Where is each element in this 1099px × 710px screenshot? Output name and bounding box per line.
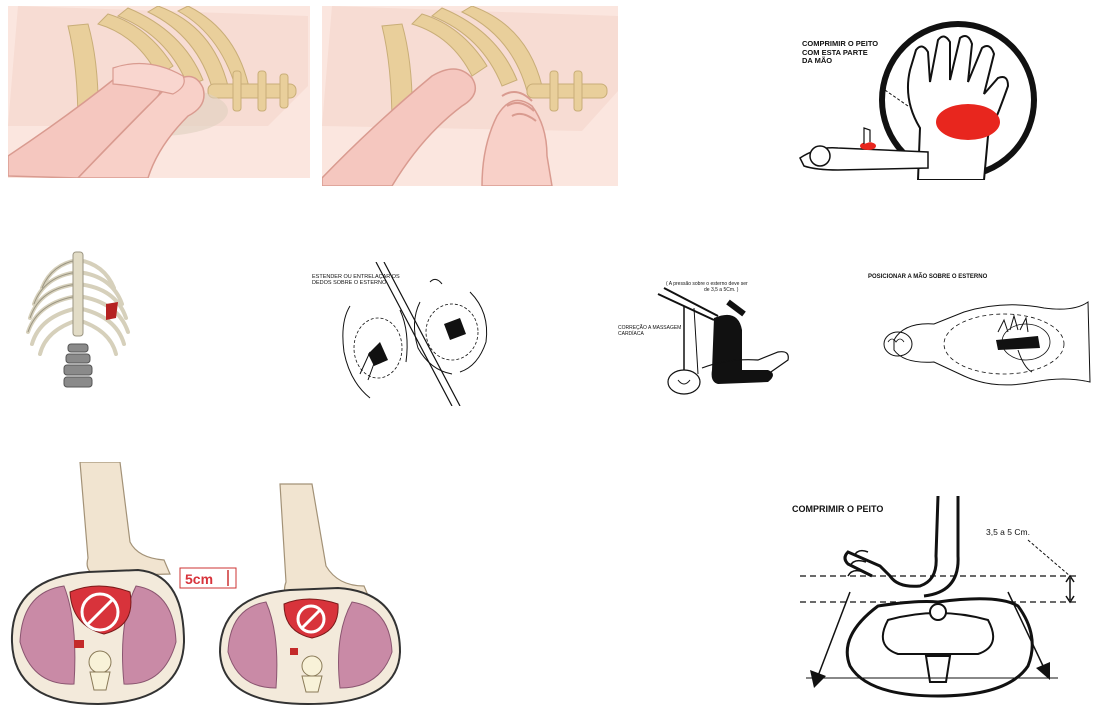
palm-compression-zone-diagram: COMPRIMIR O PEITO COM ESTA PARTE DA MÃO [798,20,1092,180]
palm-zone-label-line-3: DA MÃO [802,57,878,66]
hand-position-sternum-diagram: POSICIONAR A MÃO SOBRE O ESTERNO [864,272,1096,406]
pressure-note-line-2: de 3,5 a 5Cm. ) [666,288,748,294]
hands-on-sternum-illustration-2 [322,6,618,186]
compression-depth-marker: 5cm [185,571,213,587]
fingers-label-line-2: DEDOS SOBRE O ESTERNO [312,280,400,286]
massage-label-line-2: CARDÍACA [618,332,681,338]
compress-chest-depth-diagram: COMPRIMIR O PEITO 3,5 a 5 Cm. [788,496,1078,700]
hand-position-label: POSICIONAR A MÃO SOBRE O ESTERNO [868,274,987,281]
chest-compression-cross-section: 5cm [8,462,428,706]
hands-on-sternum-illustration-1 [8,6,310,178]
rib-cage-illustration [22,248,134,390]
interlace-fingers-diagram: ESTENDER OU ENTRELAÇAR OS DEDOS SOBRE O … [310,262,502,406]
compress-chest-label: COMPRIMIR O PEITO [792,504,883,514]
depth-label: 3,5 a 5 Cm. [986,528,1030,538]
kneeling-rescuer-diagram: ( A pressão sobre o esterno deve ser de … [618,278,794,402]
